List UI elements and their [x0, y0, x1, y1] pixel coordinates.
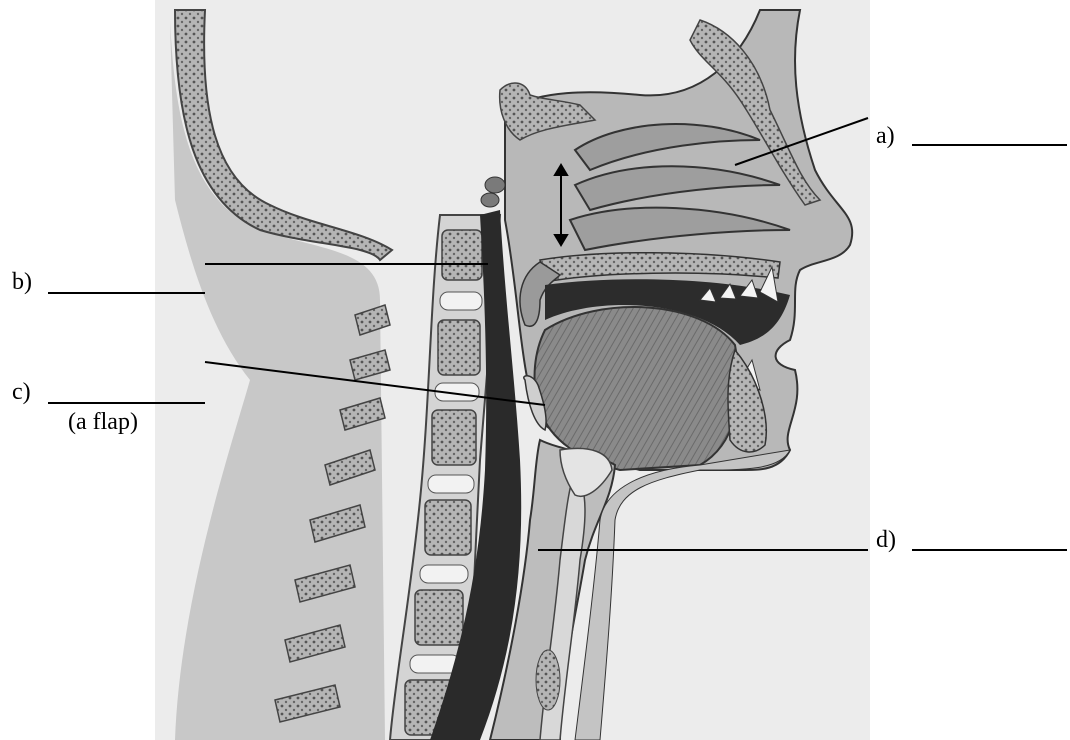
answer-blank-b[interactable] [48, 292, 205, 294]
label-c-note: (a flap) [68, 410, 138, 434]
label-d: d) [876, 528, 896, 552]
tongue [535, 307, 739, 470]
answer-blank-a[interactable] [912, 144, 1067, 146]
answer-blank-c[interactable] [48, 402, 205, 404]
label-c: c) [12, 380, 31, 404]
answer-blank-d[interactable] [912, 549, 1067, 551]
label-a: a) [876, 124, 895, 148]
thyroid-gland [536, 650, 560, 710]
label-b: b) [12, 270, 32, 294]
